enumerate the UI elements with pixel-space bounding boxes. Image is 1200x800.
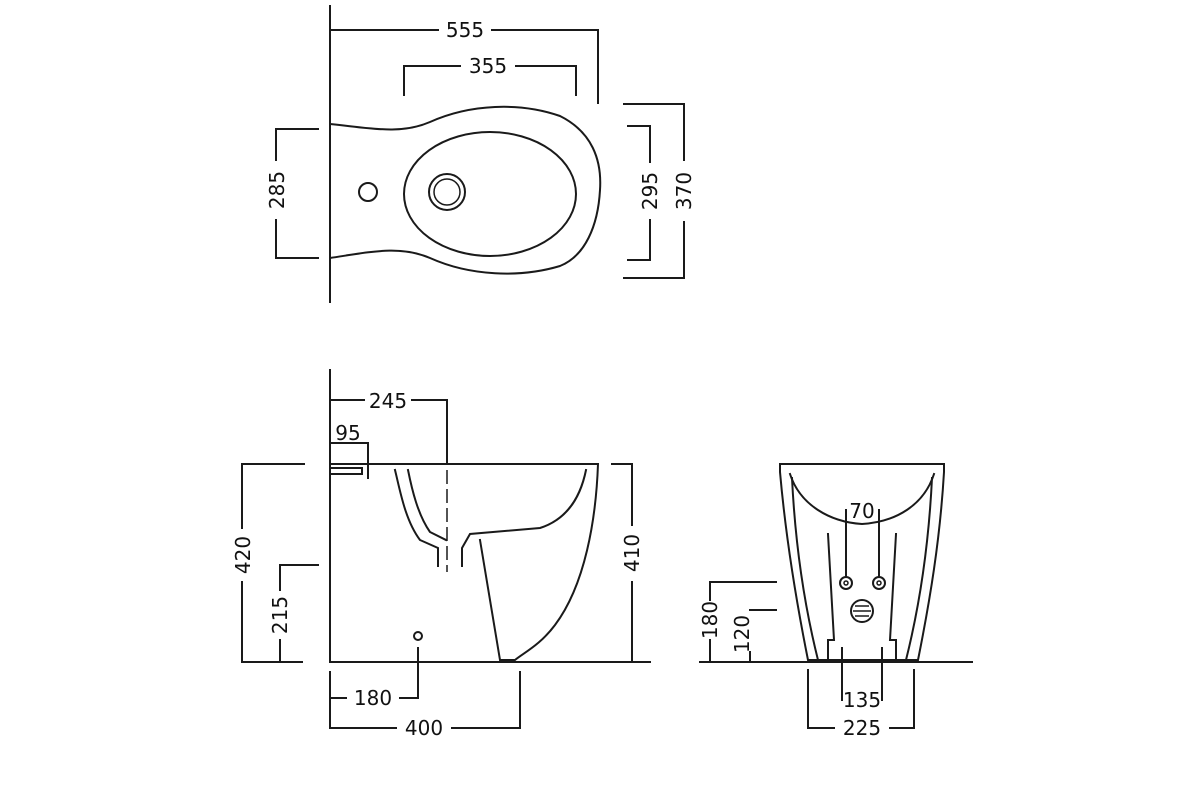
front-view-outer-body <box>779 463 945 661</box>
side-view-rim <box>331 467 363 475</box>
dim-line-front-180 <box>709 581 777 663</box>
dim-rim-offset: 95 <box>335 421 360 445</box>
dim-pipe-height-high: 180 <box>698 601 722 639</box>
front-view-right-channel <box>888 532 898 661</box>
dim-line-555 <box>329 29 599 104</box>
dim-line-135 <box>841 675 883 701</box>
dim-bowl-length: 355 <box>469 54 507 78</box>
front-view-left-bolt <box>839 576 853 590</box>
dim-line-245 <box>329 399 448 465</box>
front-view: 70 180 120 135 225 <box>698 463 973 740</box>
dim-line-225 <box>807 669 915 729</box>
top-view: 555 355 285 295 370 <box>265 5 696 303</box>
dim-line-355 <box>403 65 577 96</box>
dim-line-180 <box>329 647 419 709</box>
front-view-right-bolt <box>872 576 886 590</box>
dim-wall-width: 285 <box>265 171 289 209</box>
dim-line-120 <box>749 609 777 663</box>
side-view-inner-bowl <box>461 468 588 567</box>
side-view-back-wall <box>393 468 439 567</box>
dim-drain-offset: 245 <box>369 389 407 413</box>
dim-front-height: 410 <box>620 534 644 572</box>
dim-foot-spacing: 135 <box>843 688 881 712</box>
dim-overall-width: 370 <box>672 172 696 210</box>
front-view-left-bolt-centre <box>843 580 849 586</box>
dim-bolt-spacing: 70 <box>849 499 874 523</box>
dim-pipe-height-low: 120 <box>730 615 754 653</box>
dim-overall-length: 555 <box>446 18 484 42</box>
dim-depth: 400 <box>405 716 443 740</box>
dim-overall-height: 420 <box>231 536 255 574</box>
front-view-right-bolt-centre <box>876 580 882 586</box>
front-view-right-wall <box>904 476 934 662</box>
side-view-inlet <box>413 631 423 641</box>
dim-line-95 <box>329 442 369 479</box>
top-view-drain-inner <box>433 178 461 206</box>
dim-inlet-height: 215 <box>268 596 292 634</box>
dim-line-215 <box>279 564 319 663</box>
dim-base-width: 225 <box>843 716 881 740</box>
side-view: 245 95 420 215 410 180 400 <box>231 369 651 740</box>
side-view-outer-shell <box>331 463 600 661</box>
dim-line-420 <box>241 463 305 663</box>
front-view-left-channel <box>826 532 836 661</box>
dim-line-400 <box>329 671 521 729</box>
top-view-tap-hole <box>358 182 378 202</box>
front-view-inner-bowl <box>788 472 936 526</box>
side-view-back-wall-inner <box>406 468 448 542</box>
dim-bowl-width: 295 <box>638 172 662 210</box>
dim-line-285 <box>275 128 319 259</box>
front-view-left-wall <box>790 476 820 662</box>
dim-line-295 <box>627 125 651 261</box>
dim-line-70 <box>845 509 880 577</box>
top-view-drain-outer <box>428 173 466 211</box>
dim-inlet-offset: 180 <box>354 686 392 710</box>
front-view-drain-grille <box>853 605 871 617</box>
dim-line-370 <box>623 103 685 279</box>
dim-line-410 <box>611 463 633 663</box>
top-view-bowl-rim <box>403 131 577 257</box>
